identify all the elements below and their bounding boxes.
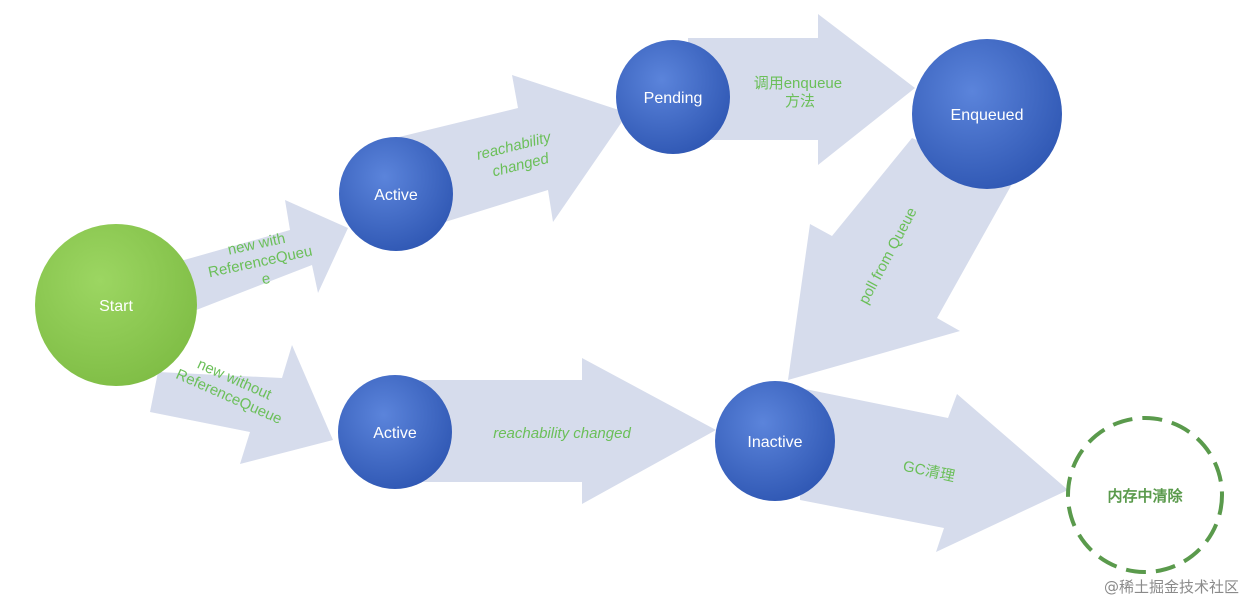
node-active-bottom: Active — [338, 375, 452, 489]
arrow-start-to-active-bottom — [150, 345, 333, 464]
node-active-top: Active — [339, 137, 453, 251]
node-start: Start — [35, 224, 197, 386]
node-inactive-label: Inactive — [747, 434, 802, 451]
node-enqueued: Enqueued — [912, 39, 1062, 189]
node-active-bottom-label: Active — [373, 425, 417, 442]
arrow-inactive-to-cleared — [800, 388, 1068, 552]
watermark: @稀土掘金技术社区 — [1103, 578, 1239, 596]
node-memory-cleared-label: 内存中清除 — [1107, 487, 1183, 505]
edge-label-call-enqueue: 调用enqueue 方法 — [754, 75, 847, 110]
node-pending-label: Pending — [644, 90, 703, 107]
node-enqueued-label: Enqueued — [951, 107, 1024, 124]
arrow-start-to-active-top — [170, 200, 348, 314]
edge-label-reachability-bottom: reachability changed — [493, 425, 631, 442]
node-active-top-label: Active — [374, 187, 418, 204]
arrow-active-to-inactive — [420, 358, 716, 504]
node-start-label: Start — [99, 298, 133, 315]
arrow-pending-to-enqueued — [688, 14, 915, 165]
node-memory-cleared: 内存中清除 — [1066, 416, 1224, 574]
node-pending: Pending — [616, 40, 730, 154]
node-inactive: Inactive — [715, 381, 835, 501]
arrow-enqueued-to-inactive — [788, 138, 1012, 380]
arrow-active-to-pending — [395, 75, 628, 222]
